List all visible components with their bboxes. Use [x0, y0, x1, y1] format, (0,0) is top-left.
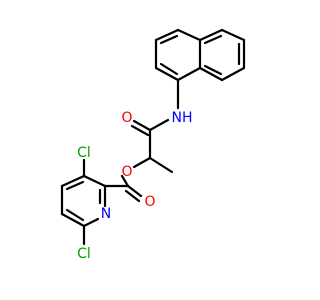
bond	[60, 212, 86, 228]
bond	[60, 174, 86, 188]
atom-label-o-ester-link: O	[121, 164, 132, 180]
bond	[130, 124, 150, 137]
bond	[154, 66, 180, 82]
atom-label-cl-bottom: Cl	[77, 246, 91, 262]
bond	[82, 174, 107, 188]
molecule-structure: NH O O O Cl Cl N	[60, 28, 246, 262]
bond	[176, 28, 202, 42]
bond	[198, 28, 224, 42]
bond-inner	[203, 34, 223, 45]
bond	[220, 66, 246, 82]
bond	[132, 156, 152, 169]
bond	[198, 66, 224, 82]
bond	[82, 217, 100, 228]
bond	[124, 189, 141, 203]
atom-label-nh: NH	[172, 110, 193, 126]
atom-label-o-amide: O	[121, 110, 132, 126]
bond	[148, 156, 174, 174]
bond	[154, 28, 180, 42]
bond-inner	[65, 180, 85, 191]
bond	[132, 119, 152, 132]
molecule-canvas: NH O O O Cl Cl N	[60, 28, 246, 262]
bond-inner	[203, 64, 223, 76]
bond	[120, 174, 130, 188]
bond	[220, 28, 246, 42]
bond-inner	[159, 62, 179, 76]
atom-label-n-pyridine: N	[101, 206, 111, 222]
bond-inner	[159, 34, 179, 45]
atom-label-cl-top: Cl	[77, 145, 91, 161]
atom-label-o-ester: O	[144, 194, 155, 210]
bond	[126, 184, 143, 198]
bond-inner	[65, 208, 85, 222]
bond	[148, 118, 170, 132]
bond	[176, 66, 202, 82]
